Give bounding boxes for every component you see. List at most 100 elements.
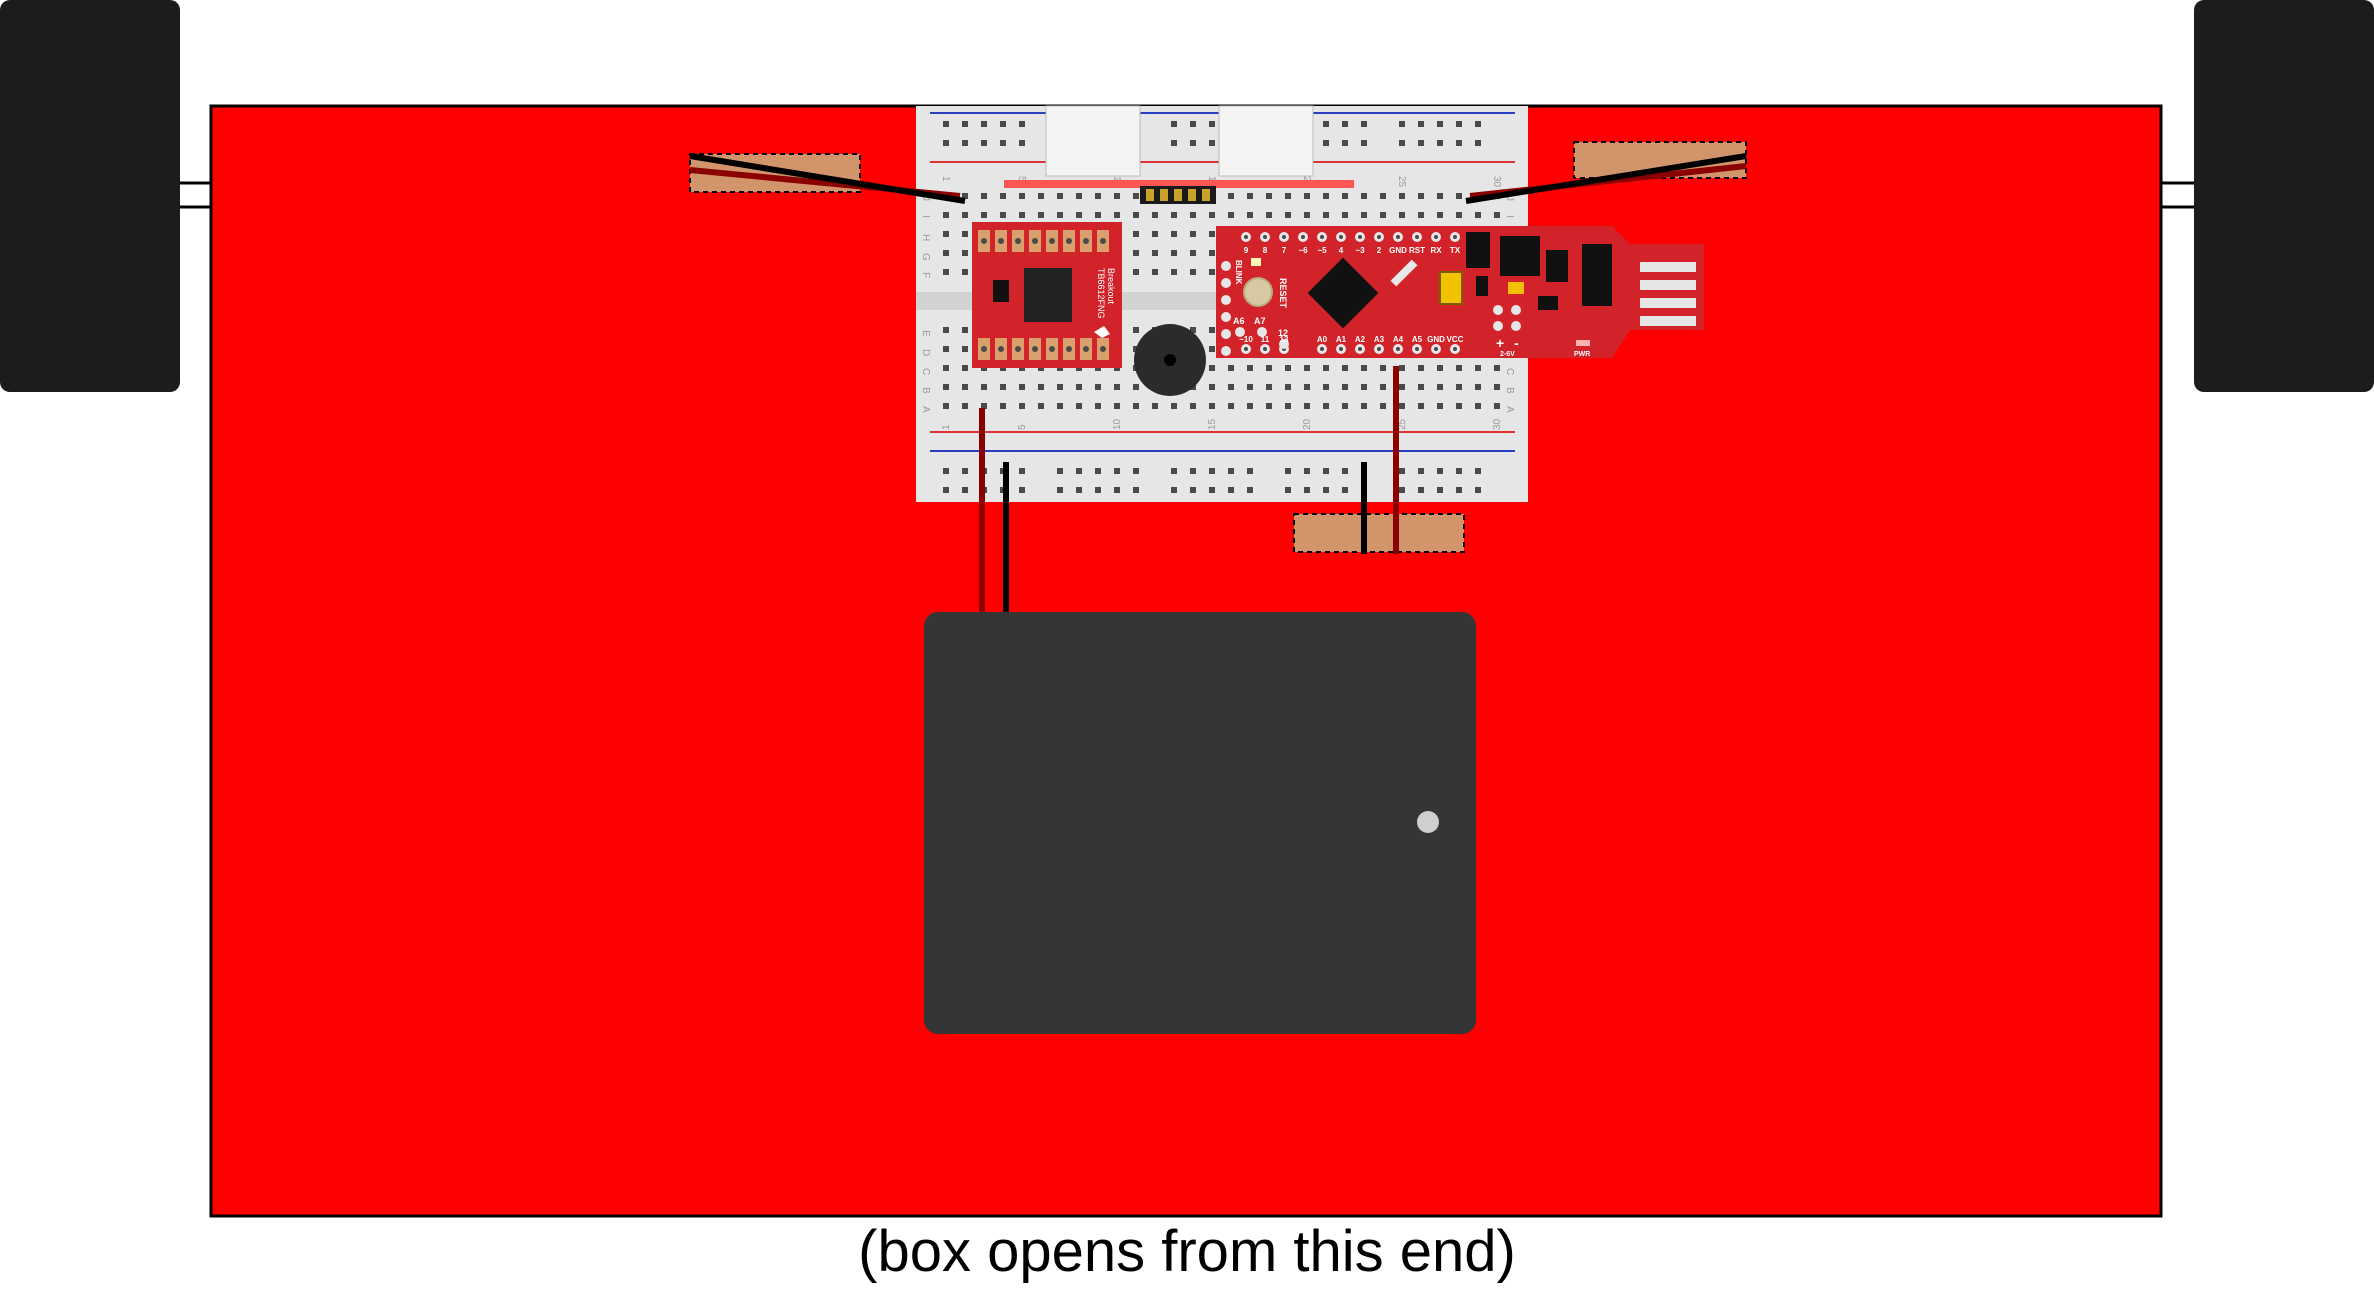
breadboard-hole — [1456, 193, 1462, 199]
left-motor-wire-black — [689, 153, 966, 204]
mcu-top-pin-hole — [1282, 235, 1286, 239]
breadboard-hole — [1095, 403, 1101, 409]
breadboard-hole — [943, 487, 949, 493]
jumper-bar — [1004, 180, 1354, 188]
mcu-top-pin-label: RST — [1409, 246, 1425, 255]
buzzer-hole — [1164, 354, 1176, 366]
status-led — [1251, 258, 1261, 266]
mcu-side-pin — [1221, 261, 1231, 271]
breadboard-row-letter: A — [1504, 406, 1515, 413]
breadboard-hole — [981, 193, 987, 199]
breadboard-hole — [1190, 403, 1196, 409]
breadboard-hole — [1190, 140, 1196, 146]
breadboard-hole — [1437, 121, 1443, 127]
motor-driver-pin-hole — [1083, 346, 1089, 352]
breadboard-hole — [1114, 212, 1120, 218]
mcu-top-pin-hole — [1320, 235, 1324, 239]
breadboard-hole — [1095, 384, 1101, 390]
breadboard-hole — [1399, 365, 1405, 371]
breadboard-hole — [1456, 487, 1462, 493]
breadboard-hole — [1456, 365, 1462, 371]
breadboard-hole — [1342, 403, 1348, 409]
breadboard-hole — [962, 121, 968, 127]
breadboard-hole — [1361, 384, 1367, 390]
breadboard-hole — [1380, 193, 1386, 199]
mcu-bottom-pin-hole — [1434, 347, 1438, 351]
reset-button[interactable] — [1243, 277, 1273, 307]
motor-driver-capacitor — [993, 280, 1009, 302]
motor-driver-board: TB6612FNG Breakout — [972, 222, 1122, 368]
breadboard-hole — [1437, 365, 1443, 371]
breadboard-hole — [1323, 212, 1329, 218]
breadboard-hole — [1380, 384, 1386, 390]
breadboard-hole — [1418, 487, 1424, 493]
breadboard-hole — [1361, 403, 1367, 409]
mcu-top-pin-hole — [1301, 235, 1305, 239]
breadboard-hole — [1342, 487, 1348, 493]
mcu-bottom-pin-hole — [1358, 347, 1362, 351]
motor-driver-pin-hole — [1032, 346, 1038, 352]
breadboard-hole — [1038, 193, 1044, 199]
mcu-bottom-pin-hole — [1244, 347, 1248, 351]
breadboard-hole — [1228, 193, 1234, 199]
breadboard-hole — [1304, 468, 1310, 474]
mcu-top-pin-label: 7 — [1282, 246, 1287, 255]
breadboard-row-letter: C — [920, 368, 931, 375]
breadboard-row-letter: B — [1504, 387, 1515, 394]
breadboard-hole — [1190, 269, 1196, 275]
breadboard-hole — [1247, 384, 1253, 390]
breadboard-hole — [1057, 193, 1063, 199]
breadboard-hole — [1209, 384, 1215, 390]
breadboard-hole — [1247, 212, 1253, 218]
breadboard-hole — [1171, 231, 1177, 237]
power-label: PWR — [1574, 351, 1590, 358]
breadboard-hole — [1456, 212, 1462, 218]
breadboard-hole — [962, 269, 968, 275]
left-motor-wires — [689, 153, 966, 204]
diode — [1476, 276, 1488, 296]
breadboard-hole — [1057, 403, 1063, 409]
blink-label: BLINK — [1234, 260, 1243, 285]
breadboard-column-number: 5 — [1017, 424, 1028, 430]
motor-driver-pin-hole — [998, 346, 1004, 352]
breadboard-hole — [1228, 384, 1234, 390]
mcu-top-pin-hole — [1453, 235, 1457, 239]
mcu-top-pin-label: 2 — [1377, 246, 1382, 255]
polarity-plus: + — [1496, 335, 1504, 351]
breadboard-hole — [1323, 121, 1329, 127]
battery-pack — [924, 612, 1476, 1034]
breadboard-hole — [981, 140, 987, 146]
mcu-bottom-pin-hole — [1339, 347, 1343, 351]
header-block-right — [1218, 105, 1314, 177]
motor-driver-pin-hole — [981, 238, 987, 244]
breadboard-hole — [1171, 212, 1177, 218]
breadboard-hole — [1304, 403, 1310, 409]
mcu-top-pin-label: ~3 — [1355, 246, 1365, 255]
breadboard-hole — [1437, 140, 1443, 146]
breadboard-column-number: 30 — [1491, 176, 1502, 188]
breadboard-hole — [1209, 468, 1215, 474]
header-pin-contacts — [1146, 189, 1210, 201]
box-opening-caption: (box opens from this end) — [858, 1219, 1516, 1284]
breadboard-hole — [1228, 403, 1234, 409]
power-led — [1576, 340, 1590, 346]
mcu-bottom-pin-label: 13 — [1280, 335, 1289, 344]
breadboard-hole — [1494, 365, 1500, 371]
breadboard-hole — [1209, 231, 1215, 237]
breadboard-column-number: 20 — [1302, 418, 1313, 430]
mcu-top-pin-label: TX — [1450, 246, 1461, 255]
mcu-bottom-pin-hole — [1415, 347, 1419, 351]
right-motor-wires — [1465, 153, 1747, 204]
breadboard-hole — [1456, 403, 1462, 409]
battery-switch-pad — [1293, 513, 1465, 553]
breadboard-hole — [1114, 384, 1120, 390]
breadboard-hole — [1361, 140, 1367, 146]
breadboard-row-letter: I — [920, 215, 931, 218]
breadboard-hole — [1190, 327, 1196, 333]
breadboard-hole — [1323, 140, 1329, 146]
mcu-label-a6: A6 — [1233, 316, 1245, 326]
mcu-bottom-pin-label: A4 — [1393, 335, 1404, 344]
mcu-side-pin — [1221, 278, 1231, 288]
breadboard-hole — [1285, 384, 1291, 390]
